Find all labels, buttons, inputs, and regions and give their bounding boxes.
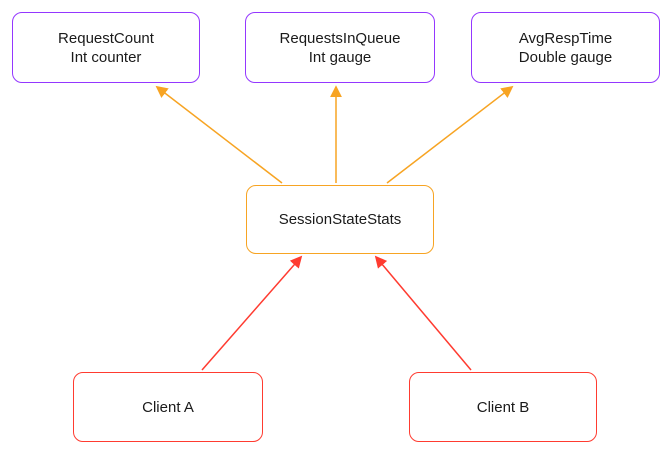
node-session-state-stats-label: SessionStateStats: [278, 211, 402, 228]
arrow-clientb-to-stats: [374, 255, 472, 371]
arrow-stats-to-requestcount: [155, 85, 283, 184]
arrow-clienta-to-stats: [201, 255, 303, 371]
node-client-a: Client A: [73, 372, 263, 442]
node-requests-in-queue-subtitle: Int gauge: [308, 48, 372, 66]
node-client-b: Client B: [409, 372, 597, 442]
node-session-state-stats: SessionStateStats: [246, 185, 434, 254]
node-client-b-label: Client B: [476, 398, 530, 416]
node-client-a-label: Client A: [142, 398, 194, 416]
node-request-count-subtitle: Int counter: [70, 48, 142, 66]
arrow-stats-to-avgresptime: [386, 85, 514, 184]
node-avg-resp-time-title: AvgRespTime: [518, 29, 613, 47]
node-avg-resp-time-subtitle: Double gauge: [518, 48, 613, 66]
node-requests-in-queue: RequestsInQueue Int gauge: [245, 12, 435, 83]
node-requests-in-queue-title: RequestsInQueue: [279, 29, 401, 47]
node-avg-resp-time: AvgRespTime Double gauge: [471, 12, 660, 83]
node-request-count-title: RequestCount: [58, 29, 154, 47]
node-request-count: RequestCount Int counter: [12, 12, 200, 83]
